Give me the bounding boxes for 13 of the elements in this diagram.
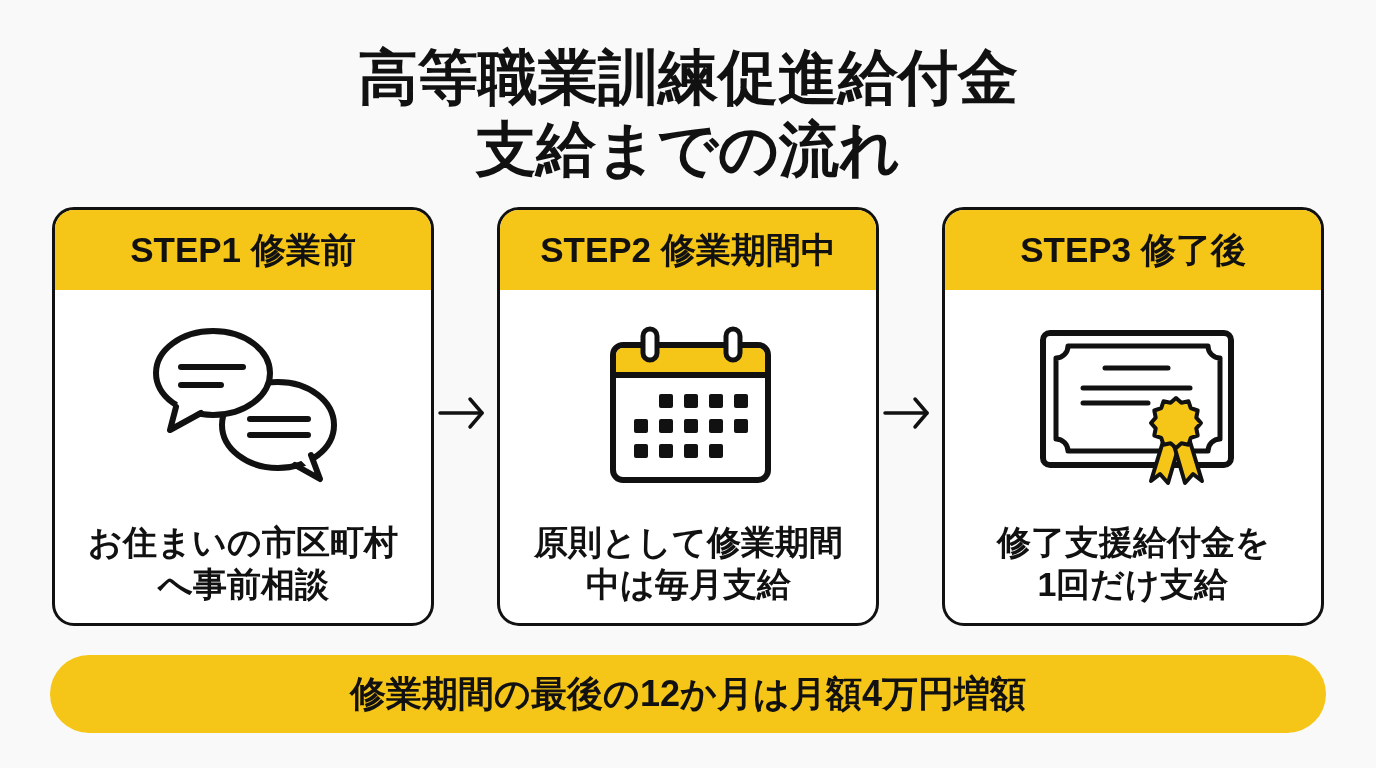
step-description: 原則として修業期間中は毎月支給 <box>532 522 844 605</box>
note-banner: 修業期間の最後の12か月は月額4万円増額 <box>50 655 1326 733</box>
step-card <box>497 207 879 626</box>
step-description: お住まいの市区町村へ事前相談 <box>87 522 399 605</box>
step-header: STEP3 修了後 <box>945 210 1321 290</box>
step-header: STEP1 修業前 <box>55 210 431 290</box>
arrow <box>438 397 484 429</box>
step-description: 修了支援給付金を1回だけ支給 <box>995 522 1271 605</box>
step-card <box>52 207 434 626</box>
arrow <box>883 397 929 429</box>
step-card <box>942 207 1324 626</box>
title: 高等職業訓練促進給付金支給までの流れ <box>357 43 1019 185</box>
step-header: STEP2 修業期間中 <box>500 210 876 290</box>
